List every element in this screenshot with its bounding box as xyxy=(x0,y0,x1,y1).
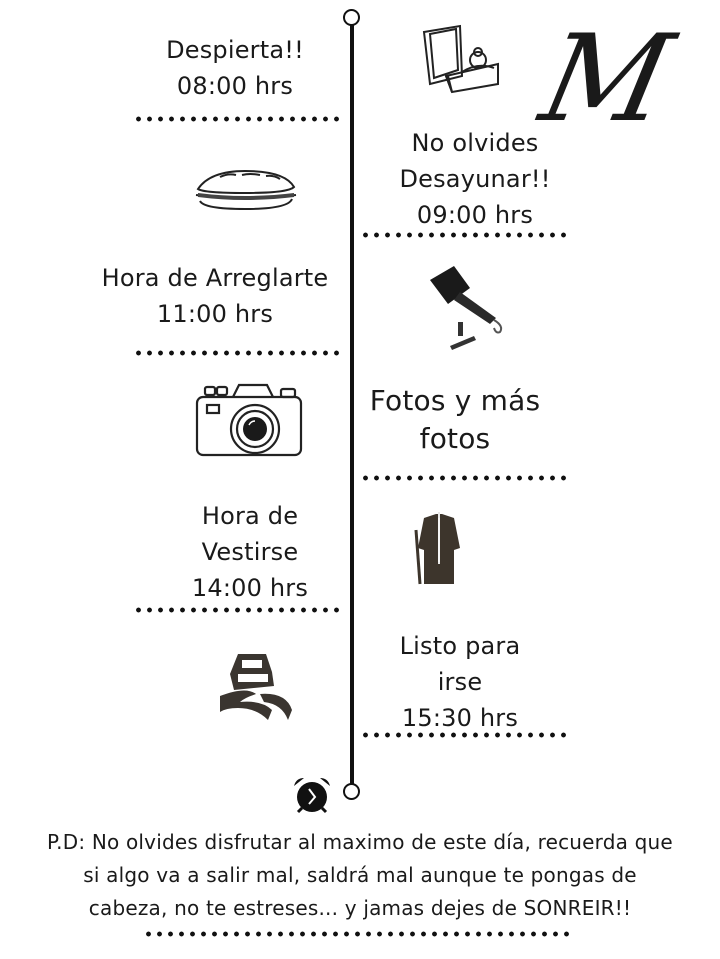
entry-title: Hora de xyxy=(201,502,299,530)
entry-title: Despierta!! xyxy=(166,36,304,64)
timeline-entry-get-dressed: Hora de Vestirse 14:00 hrs xyxy=(150,498,350,606)
entry-subtitle: Vestirse xyxy=(201,538,299,566)
entry-title: Listo para xyxy=(399,632,521,660)
entry-subtitle: irse xyxy=(437,668,483,696)
dotted-divider xyxy=(360,232,570,238)
entry-title: Hora de Arreglarte xyxy=(101,264,329,292)
timeline-start-node xyxy=(343,9,360,26)
footer-note: P.D: No olvides disfrutar al maximo de e… xyxy=(20,826,700,925)
wedding-car-icon xyxy=(220,654,292,720)
timeline-entry-get-ready: Hora de Arreglarte 11:00 hrs xyxy=(90,260,340,332)
entry-title: No olvides xyxy=(411,129,539,157)
ring-box-icon xyxy=(422,24,499,94)
timeline-end-node xyxy=(343,783,360,800)
entry-subtitle: Desayunar!! xyxy=(399,165,551,193)
entry-time: 11:00 hrs xyxy=(156,300,274,328)
footer-line: si algo va a salir mal, saldrá mal aunqu… xyxy=(83,863,637,887)
alarm-clock-icon xyxy=(294,778,330,814)
entry-time: 15:30 hrs xyxy=(401,704,519,732)
sandwich-icon xyxy=(195,169,297,211)
monogram: M xyxy=(530,10,683,149)
footer-dotted-divider xyxy=(143,931,573,937)
entry-subtitle: fotos xyxy=(419,422,491,455)
timeline-line xyxy=(350,22,354,787)
dotted-divider xyxy=(133,607,343,613)
camera-icon xyxy=(195,383,303,457)
footer-line: cabeza, no te estreses... y jamas dejes … xyxy=(88,896,632,920)
timeline-entry-breakfast: No olvides Desayunar!! 09:00 hrs xyxy=(380,125,570,233)
timeline-entry-ready-to-go: Listo para irse 15:30 hrs xyxy=(365,628,555,736)
dotted-divider xyxy=(360,732,570,738)
timeline-entry-wake-up: Despierta!! 08:00 hrs xyxy=(130,32,340,104)
timeline-entry-photos: Fotos y más fotos xyxy=(360,382,550,458)
entry-time: 09:00 hrs xyxy=(416,201,534,229)
dotted-divider xyxy=(360,475,570,481)
entry-time: 14:00 hrs xyxy=(191,574,309,602)
suit-icon xyxy=(414,512,460,585)
entry-time: 08:00 hrs xyxy=(176,72,294,100)
dotted-divider xyxy=(133,350,343,356)
entry-title: Fotos y más xyxy=(369,384,541,417)
hair-dryer-icon xyxy=(430,266,503,350)
footer-line: P.D: No olvides disfrutar al maximo de e… xyxy=(47,830,673,854)
dotted-divider xyxy=(133,116,343,122)
